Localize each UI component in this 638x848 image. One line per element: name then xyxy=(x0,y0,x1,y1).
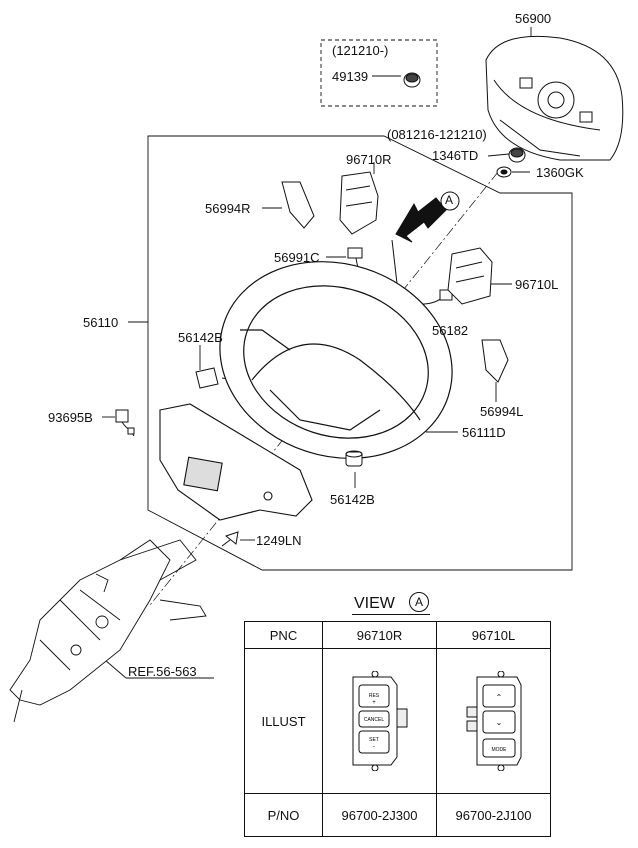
nut-49139 xyxy=(403,72,421,88)
switch-96710R xyxy=(339,171,379,235)
label-1346TD: 1346TD xyxy=(432,148,479,163)
svg-text:SET: SET xyxy=(369,737,379,743)
label-56991C: 56991C xyxy=(274,250,320,265)
svg-text:CANCEL: CANCEL xyxy=(363,717,384,723)
pno-96710R: 96700-2J300 xyxy=(322,793,437,837)
switch-96710L xyxy=(447,247,493,305)
label-56111D: 56111D xyxy=(462,425,506,440)
screw-1249LN xyxy=(221,531,239,547)
lower-cover-56110 xyxy=(159,403,313,521)
label-96710L: 96710L xyxy=(515,277,559,292)
label-1249LN: 1249LN xyxy=(256,533,302,548)
view-letter-circle: A xyxy=(409,592,429,612)
illust-96710L: ⌃ ⌄ MODE xyxy=(436,648,551,794)
label-081216-range: (081216-121210) xyxy=(387,127,487,142)
label-56110: 56110 xyxy=(83,315,119,330)
steering-column xyxy=(9,539,207,723)
view-title: VIEW xyxy=(354,595,395,612)
pnc-table: PNC 96710R 96710L ILLUST RES xyxy=(244,621,551,837)
table-row: PNC 96710R 96710L xyxy=(244,621,551,649)
switch-right-illustration: RES + CANCEL SET - xyxy=(352,671,407,771)
svg-text:MODE: MODE xyxy=(491,747,507,753)
table-row: ILLUST RES + CANCEL SET xyxy=(244,648,551,794)
label-121210-range: (121210-) xyxy=(332,43,389,58)
steering-wheel xyxy=(219,261,453,459)
label-96710R: 96710R xyxy=(346,152,392,167)
svg-text:-: - xyxy=(373,744,375,750)
label-56142B-top: 56142B xyxy=(178,330,223,345)
header-96710R: 96710R xyxy=(322,621,437,649)
cover-56994R xyxy=(281,181,315,229)
svg-text:RES: RES xyxy=(368,693,379,699)
cover-56994L xyxy=(481,339,509,383)
label-view-arrow-letter: A xyxy=(445,193,454,207)
switch-left-illustration: ⌃ ⌄ MODE xyxy=(466,671,521,771)
svg-text:⌄: ⌄ xyxy=(495,718,502,727)
connector-93695B xyxy=(115,409,135,437)
label-56182: 56182 xyxy=(432,323,469,338)
view-underline xyxy=(352,614,430,615)
label-1360GK: 1360GK xyxy=(536,165,584,180)
svg-text:⌃: ⌃ xyxy=(495,693,502,702)
assembly-boundary xyxy=(147,135,573,571)
nut-1346TD xyxy=(508,147,526,163)
svg-text:+: + xyxy=(372,700,376,706)
airbag-module xyxy=(485,35,624,161)
view-arrow xyxy=(395,191,460,243)
label-56994L: 56994L xyxy=(480,404,524,419)
pno-label: P/NO xyxy=(244,793,323,837)
label-ref-56-563: REF.56-563 xyxy=(128,664,197,679)
clip-56142B-bottom xyxy=(345,450,363,467)
illust-96710R: RES + CANCEL SET - xyxy=(322,648,437,794)
label-49139: 49139 xyxy=(332,69,369,84)
label-56900: 56900 xyxy=(515,11,552,26)
label-93695B: 93695B xyxy=(48,410,93,425)
clip-56142B-top xyxy=(195,367,219,389)
header-pnc: PNC xyxy=(244,621,323,649)
washer-1360GK xyxy=(496,166,512,178)
illust-label: ILLUST xyxy=(244,648,323,794)
label-56142B-bottom: 56142B xyxy=(330,492,375,507)
variant-box xyxy=(320,39,438,107)
pno-96710L: 96700-2J100 xyxy=(436,793,551,837)
table-row: P/NO 96700-2J300 96700-2J100 xyxy=(244,793,551,837)
header-96710L: 96710L xyxy=(436,621,551,649)
label-56994R: 56994R xyxy=(205,201,251,216)
